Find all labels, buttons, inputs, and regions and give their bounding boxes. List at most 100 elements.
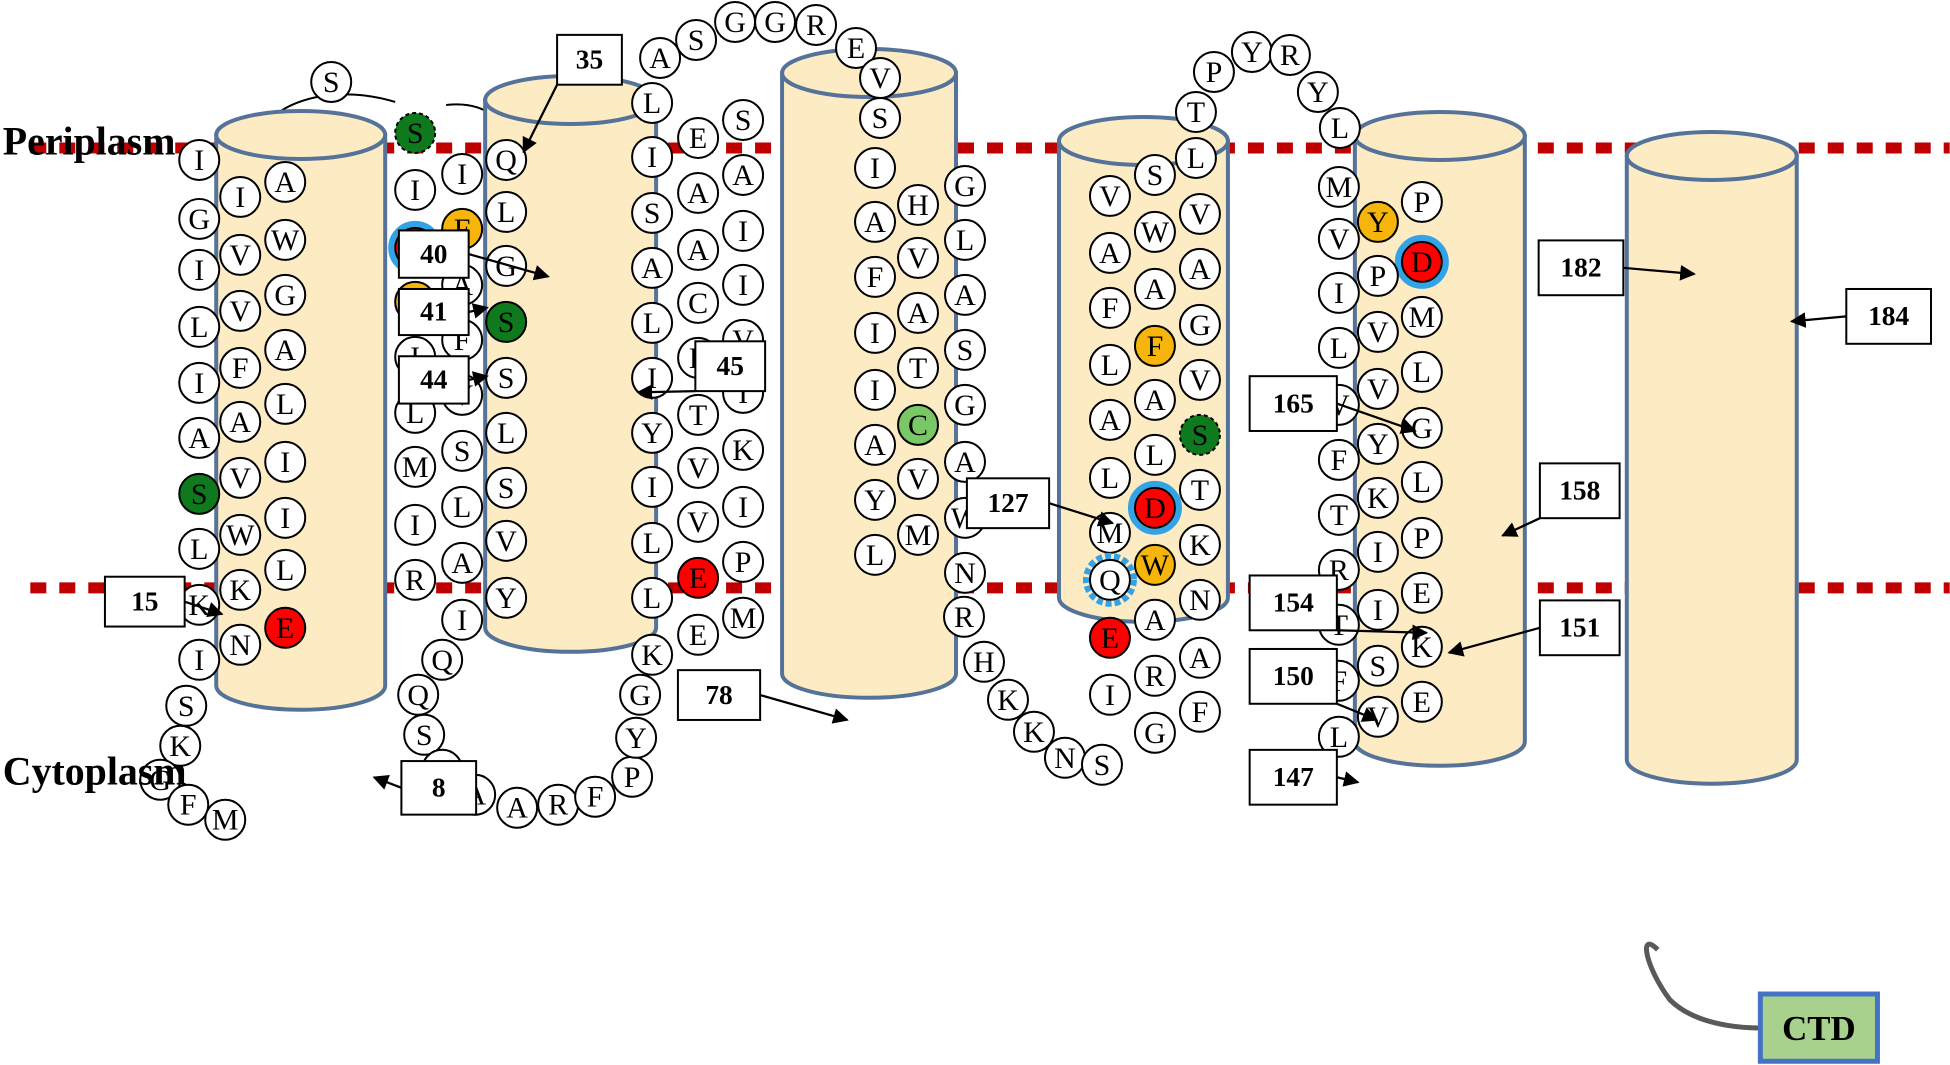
residue-loop-n-terminus-2-letter: K (169, 730, 191, 763)
residue-tm4-22-letter: L (866, 539, 884, 572)
residue-loop-tm2-tm3-bottom-1 (421, 638, 464, 681)
residue-tm3-28 (677, 556, 720, 599)
residue-tm4-6-letter: V (907, 242, 929, 275)
residue-tm5-7-letter: A (1144, 273, 1166, 306)
residue-tm2-27-letter: I (457, 604, 467, 637)
residue-tm5-21-letter: K (1189, 529, 1211, 562)
residue-tm3-10 (722, 209, 765, 252)
residue-tm1-18-letter: V (229, 462, 251, 495)
residue-tm6-9 (1356, 310, 1399, 353)
residue-tm2-23-letter: V (495, 525, 517, 558)
residue-tm2-26-letter: Y (495, 582, 517, 615)
residue-tm5-23 (1088, 558, 1131, 601)
residue-tm4-4-letter: A (864, 206, 886, 239)
residue-loop-tm5-tm6-top-3 (1192, 50, 1235, 93)
residue-tm4-9 (897, 291, 940, 334)
residue-tm1-16 (178, 416, 221, 459)
residue-tm5-24-letter: N (1189, 584, 1211, 617)
residue-tm5-22 (1133, 543, 1176, 586)
residue-tm4-4 (854, 200, 897, 243)
residue-tm3-23-letter: I (647, 471, 657, 504)
callout-box-127 (965, 477, 1051, 530)
residue-tm4-21 (897, 513, 940, 556)
residue-tm5-24 (1178, 578, 1221, 621)
residue-tm1-9 (219, 289, 262, 332)
residue-tm2-1-letter: S (407, 117, 424, 150)
residue-tm3-20-letter: Y (641, 417, 663, 450)
helix-6-body (1624, 153, 1799, 786)
residue-tm4-11-letter: S (957, 334, 974, 367)
residue-tm6-9-letter: V (1367, 316, 1389, 349)
residue-tm5-8-letter: F (1102, 292, 1119, 325)
residue-tm1-14 (264, 382, 307, 425)
residue-tm5-12-letter: V (1189, 364, 1211, 397)
residue-loop-tm4-tm5-bottom-2 (963, 640, 1005, 683)
residue-tm6-21-letter: I (1373, 536, 1383, 569)
residue-tm3-24-letter: V (687, 506, 709, 539)
residue-loop-tm4-tm5-bottom-1-letter: R (954, 601, 974, 634)
residue-tm3-9 (677, 228, 720, 271)
residue-loop-tm4-tm5-bottom-2-letter: H (973, 646, 995, 679)
ctd-box (1757, 991, 1880, 1064)
residue-tm1-15 (219, 400, 262, 443)
c-terminal-linker (1644, 941, 1781, 1031)
residue-tm5-6 (1178, 247, 1221, 290)
residue-loop-tm5-tm6-top-5 (1268, 33, 1311, 76)
callout-box-44 (397, 355, 470, 405)
residue-loop-tm3-tm4-top-4 (795, 3, 838, 46)
residue-loop-tm3-tm4-top-1-letter: S (688, 24, 705, 57)
callout-arrow-150 (1336, 702, 1379, 722)
residue-tm3-14 (631, 301, 674, 344)
residue-tm2-20-letter: S (498, 472, 515, 505)
callout-label-8: 8 (432, 773, 446, 803)
residue-tm4-8 (944, 273, 986, 316)
residue-tm2-21-letter: I (410, 509, 420, 542)
residue-tm1-3-letter: I (235, 181, 245, 214)
residue-tm1-23-letter: L (276, 554, 294, 587)
residue-tm1-8-letter: G (274, 279, 296, 312)
residue-tm3-8 (631, 191, 674, 234)
residue-tm5-17 (1088, 456, 1131, 499)
residue-tm3-26-letter: L (643, 527, 661, 560)
residue-tm3-17-letter: I (647, 362, 657, 395)
residue-loop-tm4-tm5-bottom-6 (1080, 743, 1123, 786)
residue-tm5-18 (1178, 413, 1221, 456)
residue-tm2-22 (441, 485, 484, 528)
helix-5-top (1352, 109, 1527, 162)
residue-tm5-10 (1133, 324, 1176, 367)
residue-tm1-12-letter: F (232, 352, 249, 385)
residue-tm5-15 (1178, 468, 1221, 511)
residue-tm1-27 (219, 623, 262, 666)
residue-loop-tm4-tm5-bottom-3-letter: K (997, 684, 1019, 717)
residue-tm3-28-letter: E (689, 562, 707, 595)
residue-tm4-22 (854, 533, 897, 576)
residue-tm1-28-letter: I (194, 644, 204, 677)
residue-tm2-10-letter: G (495, 250, 517, 283)
residue-tm4-23 (944, 551, 986, 594)
residue-tm2-24-letter: R (405, 564, 425, 597)
residue-tm5-26 (1088, 616, 1131, 659)
residue-tm2-24 (394, 558, 437, 601)
residue-tm3-22-letter: K (732, 434, 754, 467)
residue-loop-tm5-tm6-top-7-letter: L (1331, 112, 1349, 145)
residue-tm5-29 (1088, 673, 1131, 716)
residue-tm4-2 (944, 164, 986, 207)
residue-tm1-1-letter: I (194, 144, 204, 177)
residue-tm5-7 (1133, 267, 1176, 310)
residue-tm1-5-letter: W (271, 224, 300, 257)
residue-tm5-13-letter: A (1144, 384, 1166, 417)
residue-tm1-19 (178, 472, 221, 515)
residue-tm6-12 (1356, 367, 1399, 410)
residue-tm1-18 (219, 456, 262, 499)
residue-tm3-8-letter: S (644, 197, 661, 230)
residue-tm2-14-letter: S (498, 362, 515, 395)
residue-tm6-15 (1356, 422, 1399, 465)
residue-loop-tm3-tm4-top-7 (859, 96, 902, 139)
residue-tm1-17 (264, 440, 307, 483)
residue-tm6-5-ring (1394, 234, 1449, 289)
residue-tm1-5 (264, 218, 307, 261)
residue-tm5-5 (1088, 231, 1131, 274)
residue-tm1-13 (178, 361, 221, 404)
residue-tm2-19 (441, 429, 484, 472)
residue-tm3-32 (631, 633, 674, 676)
